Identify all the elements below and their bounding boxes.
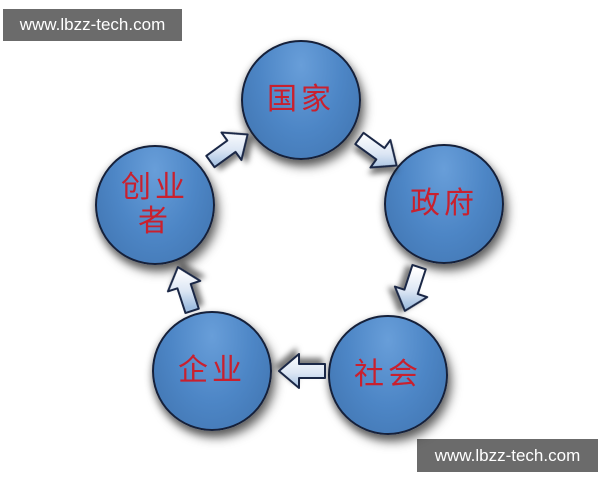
node-entrepreneur-label: 创业者 (121, 169, 189, 239)
node-government-label: 政府 (410, 185, 478, 221)
arrow-society-to-enterprise-icon (278, 352, 326, 390)
node-enterprise-label: 企业 (178, 352, 246, 388)
node-society: 社会 (328, 315, 448, 435)
node-government: 政府 (384, 144, 504, 264)
arrow-entrepreneur-to-nation-icon (198, 119, 259, 178)
node-entrepreneur: 创业者 (95, 145, 215, 265)
watermark-top: www.lbzz-tech.com (3, 9, 182, 41)
arrow-nation-to-government-icon (347, 123, 408, 182)
node-enterprise: 企业 (152, 311, 272, 431)
watermark-bottom: www.lbzz-tech.com (417, 439, 598, 472)
arrow-enterprise-to-entrepreneur-icon (160, 260, 211, 317)
arrow-government-to-society-icon (387, 260, 438, 317)
node-nation: 国家 (241, 40, 361, 160)
node-nation-label: 国家 (267, 81, 335, 117)
node-society-label: 社会 (354, 356, 422, 392)
